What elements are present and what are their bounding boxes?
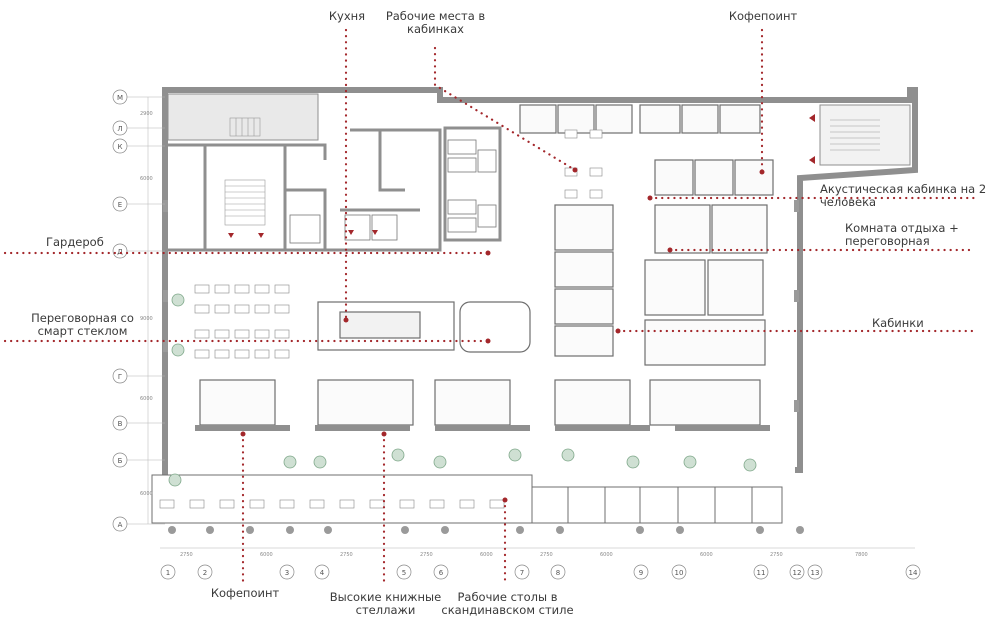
column-axis-labels: 1 2 3 4 5 6 7 8 9 10 11 12 13 14 bbox=[166, 569, 918, 577]
label-bookshelves: Высокие книжные стеллажи bbox=[329, 590, 442, 617]
svg-text:2750: 2750 bbox=[540, 552, 553, 558]
col-label: 6 bbox=[439, 569, 444, 577]
interior-walls bbox=[168, 126, 502, 252]
svg-text:6000: 6000 bbox=[260, 552, 273, 558]
label-lounge-meeting: Комната отдыха + переговорная bbox=[845, 221, 959, 248]
label-coffee-top: Кофепоинт bbox=[728, 9, 798, 23]
entry-markers bbox=[228, 114, 815, 238]
svg-text:6000: 6000 bbox=[600, 552, 613, 558]
svg-text:2750: 2750 bbox=[180, 552, 193, 558]
desks bbox=[159, 129, 603, 509]
label-kitchen: Кухня bbox=[328, 9, 366, 23]
stair-lines bbox=[224, 117, 880, 226]
svg-text:7800: 7800 bbox=[855, 552, 868, 558]
col-label: 3 bbox=[285, 569, 289, 577]
label-cabin-workplaces: Рабочие места в кабинках bbox=[385, 9, 486, 36]
south-offices bbox=[199, 379, 761, 426]
col-label: 5 bbox=[402, 569, 406, 577]
leader-endpoints bbox=[240, 167, 765, 503]
row-label: Б bbox=[118, 457, 123, 465]
svg-text:6000: 6000 bbox=[140, 176, 153, 182]
svg-text:2750: 2750 bbox=[770, 552, 783, 558]
cabins-center bbox=[554, 204, 768, 366]
axis-grid bbox=[125, 96, 915, 549]
label-acoustic-booth: Акустическая кабинка на 2 человека bbox=[820, 182, 987, 209]
desk-strip bbox=[151, 474, 783, 524]
label-meeting-smart-glass: Переговорная со смарт стеклом bbox=[31, 311, 134, 338]
label-cabins: Кабинки bbox=[872, 316, 924, 330]
structural-columns bbox=[163, 200, 804, 534]
svg-text:9000: 9000 bbox=[140, 316, 153, 322]
col-label: 13 bbox=[811, 569, 820, 577]
svg-text:2750: 2750 bbox=[420, 552, 433, 558]
row-label: Д bbox=[117, 248, 123, 256]
col-label: 4 bbox=[320, 569, 325, 577]
row-label: Л bbox=[117, 125, 122, 133]
row-label: М bbox=[117, 94, 123, 102]
col-label: 12 bbox=[793, 569, 802, 577]
label-cloakroom: Гардероб bbox=[46, 235, 104, 249]
row-label: Г bbox=[118, 373, 122, 381]
wet-cells bbox=[289, 139, 497, 244]
row-label: В bbox=[118, 420, 123, 428]
svg-text:6000: 6000 bbox=[480, 552, 493, 558]
svg-text:2900: 2900 bbox=[140, 111, 153, 117]
col-label: 1 bbox=[166, 569, 170, 577]
col-label: 8 bbox=[556, 569, 560, 577]
svg-text:6000: 6000 bbox=[140, 491, 153, 497]
stair-top-right bbox=[819, 104, 911, 166]
column-axes bbox=[160, 564, 921, 580]
row-label: Е bbox=[118, 201, 122, 209]
leader-lines bbox=[3, 28, 977, 586]
svg-text:2750: 2750 bbox=[340, 552, 353, 558]
row-axis-labels: М Л К Е Д Г В Б А bbox=[117, 94, 123, 529]
label-scandi-desks: Рабочие столы в скандинавском стиле bbox=[441, 590, 574, 617]
col-label: 7 bbox=[520, 569, 524, 577]
col-label: 9 bbox=[639, 569, 643, 577]
col-label: 2 bbox=[203, 569, 207, 577]
col-label: 10 bbox=[675, 569, 684, 577]
col-label: 14 bbox=[909, 569, 918, 577]
meeting-room bbox=[317, 301, 531, 353]
label-coffee-bottom: Кофепоинт bbox=[210, 586, 280, 600]
cabins-top bbox=[519, 104, 774, 196]
row-axes bbox=[112, 89, 128, 532]
dimension-ticks: 2900 6000 9000 6000 6000 2750 6000 2750 2750… bbox=[140, 111, 868, 558]
plants bbox=[168, 293, 757, 487]
svg-text:6000: 6000 bbox=[700, 552, 713, 558]
row-label: К bbox=[118, 143, 123, 151]
exterior-walls bbox=[162, 87, 918, 475]
row-label: А bbox=[118, 521, 123, 529]
leader-cabin-workplaces bbox=[433, 46, 577, 172]
col-label: 11 bbox=[757, 569, 766, 577]
core-block bbox=[167, 93, 319, 141]
svg-text:6000: 6000 bbox=[140, 396, 153, 402]
